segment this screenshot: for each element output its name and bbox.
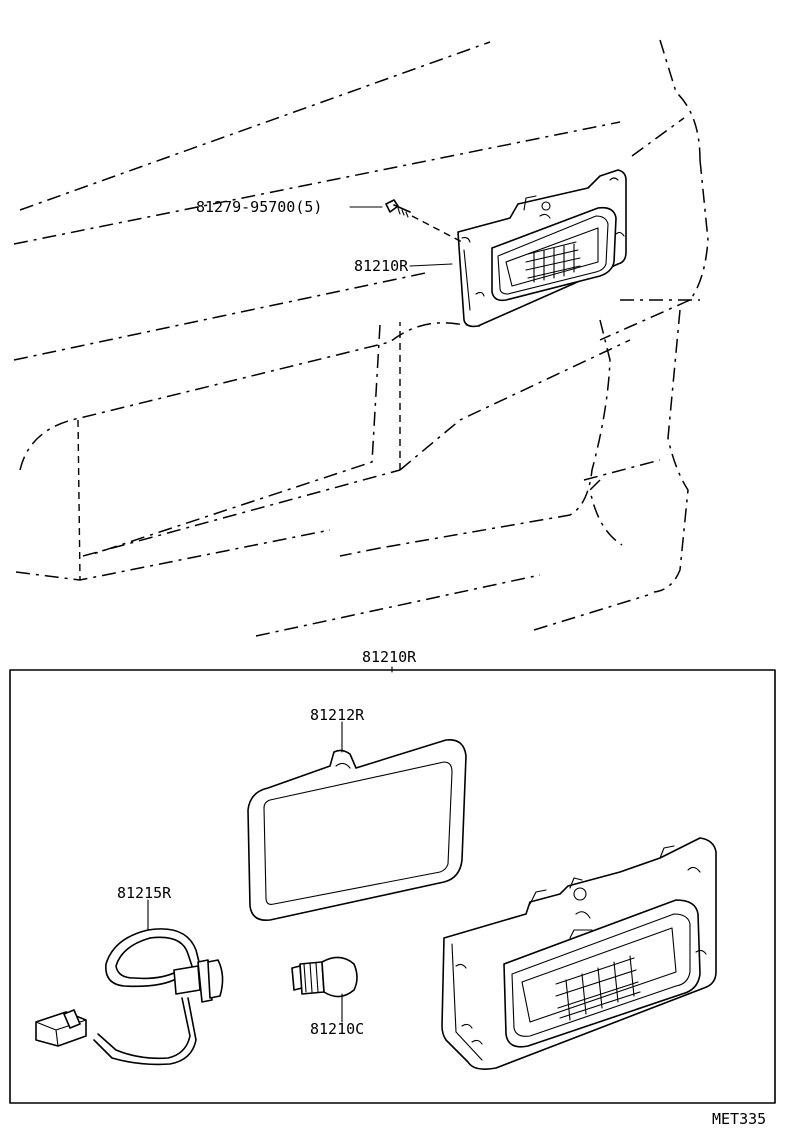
lamp-lens-grid: [555, 955, 641, 1021]
socket-wire-part-number-label: 81215R: [117, 884, 172, 902]
lamp-assembly-top-label: 81210R: [354, 257, 409, 275]
installed-lamp-assembly[interactable]: [457, 169, 627, 328]
lamp-assembly-box-label: 81210R: [362, 648, 417, 666]
lamp-housing-part[interactable]: [441, 837, 717, 1070]
diagram-code-label: MET335: [712, 1110, 766, 1128]
installed-lamp-lens-grid: [525, 241, 581, 283]
vehicle-body-outline: [13, 39, 709, 637]
socket-wire-part[interactable]: [35, 928, 224, 1066]
gasket-part[interactable]: [247, 739, 467, 922]
bulb-part[interactable]: [291, 956, 358, 998]
lamp-top-leader-line: [409, 263, 453, 267]
gasket-part-number-label: 81212R: [310, 706, 365, 724]
bulb-part-number-label: 81210C: [310, 1020, 364, 1038]
screw-part-number-label: 81279-95700(5): [196, 198, 322, 216]
screw-fastener[interactable]: [385, 199, 463, 243]
